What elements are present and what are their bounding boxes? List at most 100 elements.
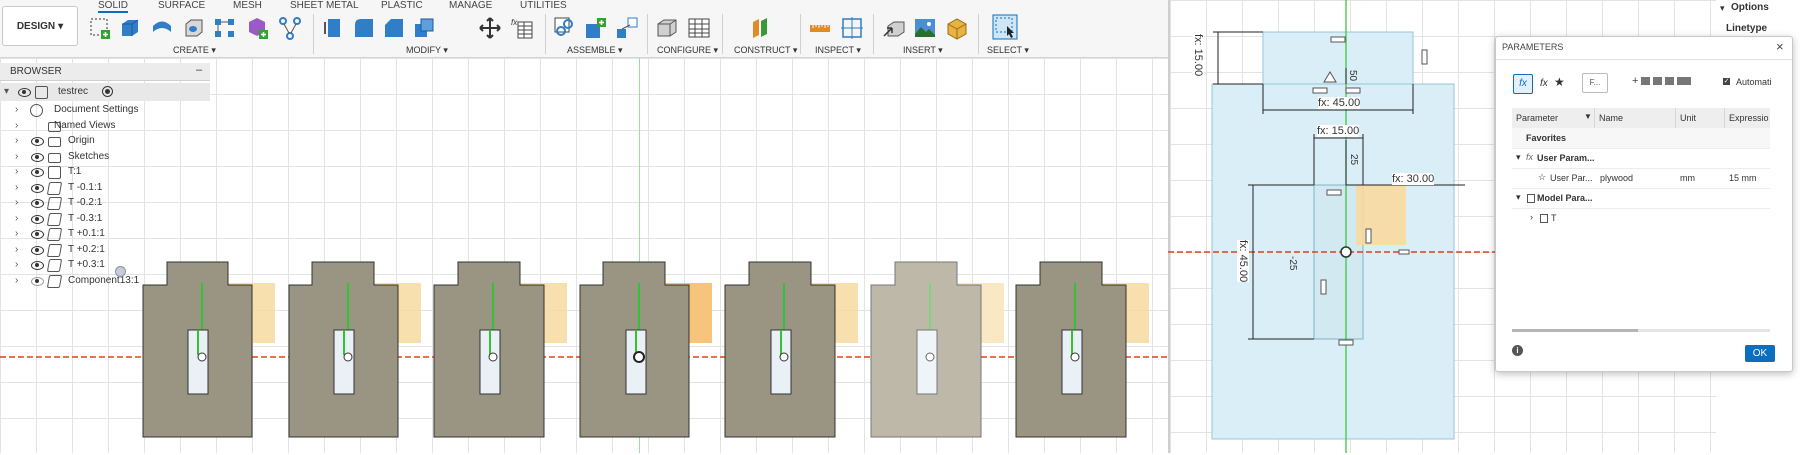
chevron-right-icon[interactable]: ›: [15, 228, 19, 239]
dim-right-width[interactable]: fx: 30.00: [1392, 173, 1435, 185]
offset-plane-icon[interactable]: [749, 16, 773, 40]
configuration-table-icon[interactable]: [687, 16, 711, 40]
assemble-menu[interactable]: ASSEMBLE ▾: [567, 45, 623, 55]
add-parameter-icon[interactable]: +: [1632, 75, 1639, 87]
extrude-icon[interactable]: [118, 16, 142, 40]
form-icon[interactable]: [246, 16, 270, 40]
name-cell[interactable]: plywood: [1600, 173, 1634, 183]
browser-item[interactable]: ›Document Settings: [0, 101, 210, 119]
table-tool-icon[interactable]: [1641, 77, 1650, 85]
chevron-down-icon[interactable]: ▾: [1516, 192, 1521, 202]
tab-utilities[interactable]: UTILITIES: [520, 0, 567, 11]
horizontal-scrollbar[interactable]: [1512, 329, 1770, 332]
table-tool-icon[interactable]: [1665, 77, 1674, 85]
column-name[interactable]: Name: [1595, 108, 1676, 128]
construct-menu[interactable]: CONSTRUCT ▾: [734, 45, 798, 55]
eye-icon[interactable]: [31, 261, 44, 270]
browser-item[interactable]: ›Sketches: [0, 148, 210, 166]
new-component-icon[interactable]: [553, 16, 577, 40]
info-icon[interactable]: i: [1512, 345, 1523, 356]
dim-top-offset[interactable]: 50: [1347, 70, 1358, 82]
fx-favorites-icon[interactable]: fx: [1540, 78, 1548, 89]
table-row[interactable]: ☆ User Par... plywood mm 15 mm: [1512, 168, 1770, 189]
chevron-down-icon[interactable]: ▾: [4, 86, 10, 97]
model-params-group[interactable]: ▾ Model Para...: [1512, 188, 1770, 209]
column-parameter[interactable]: Parameter▼: [1512, 108, 1595, 128]
chevron-right-icon[interactable]: ›: [15, 119, 19, 131]
press-pull-icon[interactable]: [322, 16, 346, 40]
star-icon[interactable]: ★: [1554, 75, 1565, 89]
tab-manage[interactable]: MANAGE: [449, 0, 493, 11]
hole-icon[interactable]: [182, 16, 206, 40]
browser-item[interactable]: ›Origin: [0, 132, 210, 150]
pattern-icon[interactable]: [213, 16, 237, 40]
chevron-down-icon[interactable]: ▾: [1516, 152, 1521, 162]
joint-icon[interactable]: [584, 16, 608, 40]
chevron-right-icon[interactable]: ›: [15, 181, 19, 193]
browser-item[interactable]: ›T -0.2:1: [0, 194, 210, 212]
revolve-icon[interactable]: [150, 16, 174, 40]
table-tool-icon[interactable]: [1677, 77, 1691, 85]
chevron-right-icon[interactable]: ›: [15, 212, 19, 224]
workspace-switcher[interactable]: DESIGN▾: [2, 6, 78, 46]
browser-root-row[interactable]: ▾ testrec: [0, 83, 210, 101]
user-params-group[interactable]: ▾ fx User Param...: [1512, 148, 1770, 169]
chevron-right-icon[interactable]: ›: [15, 135, 19, 146]
tab-solid[interactable]: SOLID: [98, 0, 129, 13]
star-outline-icon[interactable]: ☆: [1538, 172, 1547, 182]
tab-sheet-metal[interactable]: SHEET METAL: [290, 0, 359, 11]
select-menu[interactable]: SELECT ▾: [987, 45, 1029, 55]
browser-item[interactable]: ›T +0.1:1: [0, 225, 210, 243]
dim-top-width[interactable]: fx: 45.00: [1318, 97, 1361, 109]
derive-icon[interactable]: [278, 16, 302, 40]
column-unit[interactable]: Unit: [1676, 108, 1725, 128]
create-sketch-icon[interactable]: [88, 16, 112, 40]
insert-menu[interactable]: INSERT ▾: [903, 45, 943, 55]
table-tool-icon[interactable]: [1653, 77, 1662, 85]
move-icon[interactable]: [478, 16, 502, 40]
browser-item[interactable]: ›T -0.1:1: [0, 179, 210, 197]
tab-surface[interactable]: SURFACE: [158, 0, 206, 11]
browser-item[interactable]: ›Component13:1: [0, 272, 210, 290]
expression-cell[interactable]: 15 mm: [1729, 173, 1757, 183]
eye-icon[interactable]: [31, 168, 44, 177]
dim-slot-width[interactable]: fx: 15.00: [1317, 125, 1360, 137]
eye-icon[interactable]: [31, 199, 44, 208]
eye-icon[interactable]: [31, 137, 44, 146]
configure-icon[interactable]: [655, 16, 679, 40]
chevron-right-icon[interactable]: ›: [15, 259, 19, 270]
scrollbar-thumb[interactable]: [1512, 329, 1638, 332]
dim-left-height[interactable]: fx: 45.00: [1237, 240, 1249, 283]
section-analysis-icon[interactable]: [840, 16, 864, 40]
shell-icon[interactable]: [412, 16, 436, 40]
chevron-down-icon[interactable]: ▾: [1720, 3, 1725, 13]
select-icon[interactable]: [992, 14, 1018, 40]
eye-icon[interactable]: [18, 88, 31, 97]
chevron-right-icon[interactable]: ›: [15, 166, 19, 177]
column-expression[interactable]: Expressio: [1725, 108, 1770, 128]
filter-input[interactable]: F...: [1582, 73, 1608, 93]
chevron-right-icon[interactable]: ›: [15, 104, 19, 115]
chevron-right-icon[interactable]: ›: [15, 243, 19, 255]
modify-menu[interactable]: MODIFY ▾: [406, 45, 448, 55]
ok-button[interactable]: OK: [1745, 345, 1775, 362]
configure-menu[interactable]: CONFIGURE ▾: [657, 45, 719, 55]
eye-icon[interactable]: [31, 152, 44, 162]
chamfer-icon[interactable]: [382, 16, 406, 40]
chevron-right-icon[interactable]: ›: [1530, 212, 1533, 222]
dim-left-offset[interactable]: -25: [1287, 256, 1298, 271]
close-button[interactable]: ×: [1776, 39, 1784, 54]
eye-icon[interactable]: [31, 245, 44, 255]
as-built-joint-icon[interactable]: [615, 16, 639, 40]
tab-plastic[interactable]: PLASTIC: [381, 0, 423, 11]
browser-collapse-button[interactable]: –: [196, 64, 203, 76]
browser-item[interactable]: ›T:1: [0, 163, 210, 181]
insert-derive-icon[interactable]: [882, 16, 906, 40]
browser-item[interactable]: ›Named Views: [0, 117, 210, 135]
eye-icon[interactable]: [31, 276, 44, 286]
fillet-icon[interactable]: [352, 16, 376, 40]
chevron-right-icon[interactable]: ›: [15, 274, 19, 286]
eye-icon[interactable]: [31, 183, 44, 193]
fx-filter-icon[interactable]: fx: [1513, 74, 1533, 94]
browser-item[interactable]: ›T +0.3:1: [0, 256, 210, 274]
